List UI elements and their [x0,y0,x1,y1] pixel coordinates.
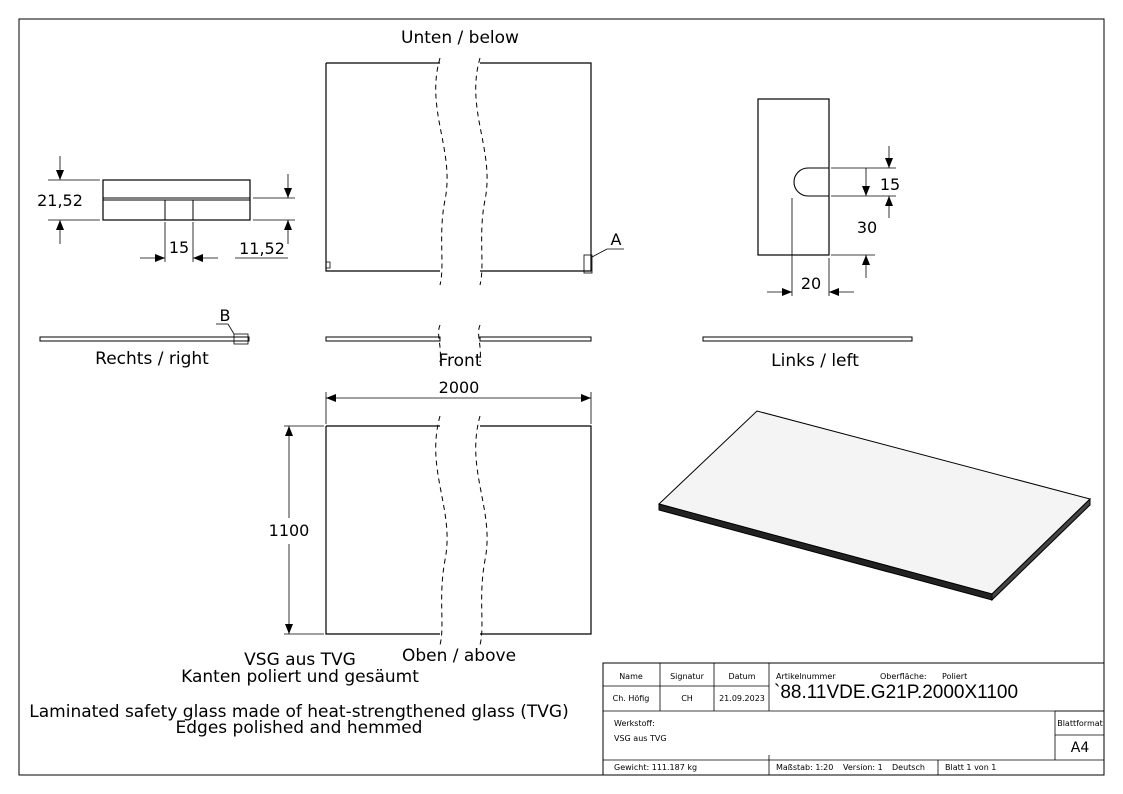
sheet-frame [18,18,1105,776]
tb-article-label: Artikelnummer [776,672,836,681]
note-de-line2: Kanten poliert und gesäumt [181,667,419,687]
title-block: Name Signatur Datum Ch. Höfig CH 21.09.2… [602,662,1105,776]
notes: VSG aus TVG Kanten poliert und gesäumt L… [29,650,568,738]
tb-date-header: Datum [728,672,755,681]
detail-label-b: B [220,306,231,325]
tb-format-label: Blattformat [1057,719,1103,728]
dim-interlayer-gap: 15 [169,238,189,257]
tb-signature-header: Signatur [670,672,705,681]
tb-name: Ch. Höfig [613,694,650,703]
dim-length: 2000 [439,378,480,397]
bottom-view: Unten / below A [325,28,624,286]
tb-language: Deutsch [892,763,925,772]
note-en-line2: Edges polished and hemmed [176,718,423,738]
top-view: 2000 1100 Oben / above [269,378,592,666]
note-en-line1: Laminated safety glass made of heat-stre… [29,702,568,722]
view-label-above: Oben / above [402,646,516,666]
tb-version: Version: 1 [843,763,883,772]
front-view: Front [325,324,592,371]
tb-material-label: Werkstoff: [614,719,655,728]
tb-material-value: VSG aus TVG [614,734,667,743]
dim-width: 1100 [269,521,310,540]
note-de-line1: VSG aus TVG [244,650,356,670]
dim-hole-width-side: 20 [801,274,821,293]
tb-article-number: `88.11VDE.G21P.2000X1100 [774,682,1018,703]
dim-hole-depth: 30 [857,218,877,237]
dim-hole-width: 15 [880,175,900,194]
view-label-right: Rechts / right [95,349,209,369]
isometric-view [658,410,1091,602]
tb-sheet: Blatt 1 von 1 [945,763,996,772]
right-view: B Rechts / right [39,306,250,369]
view-label-left: Links / left [771,351,859,371]
tb-date: 21.09.2023 [719,694,765,703]
left-view: Links / left [702,336,913,371]
tb-signature: CH [681,694,693,703]
tb-format-value: A4 [1071,740,1090,756]
tb-weight: Gewicht: 111.187 kg [614,763,697,772]
tb-surface-label: Oberfläche: [880,672,927,681]
tb-surface-value: Poliert [942,672,967,681]
hole-detail: 15 30 20 [757,98,900,296]
view-label-front: Front [439,351,482,371]
view-label-below: Unten / below [401,28,519,48]
tb-name-header: Name [619,672,643,681]
dim-pane-thickness: 11,52 [239,239,285,258]
detail-label-a: A [611,230,622,249]
tb-scale: Maßstab: 1:20 [776,763,833,772]
section-detail: 21,52 11,52 15 [37,156,295,262]
dim-total-thickness: 21,52 [37,191,83,210]
